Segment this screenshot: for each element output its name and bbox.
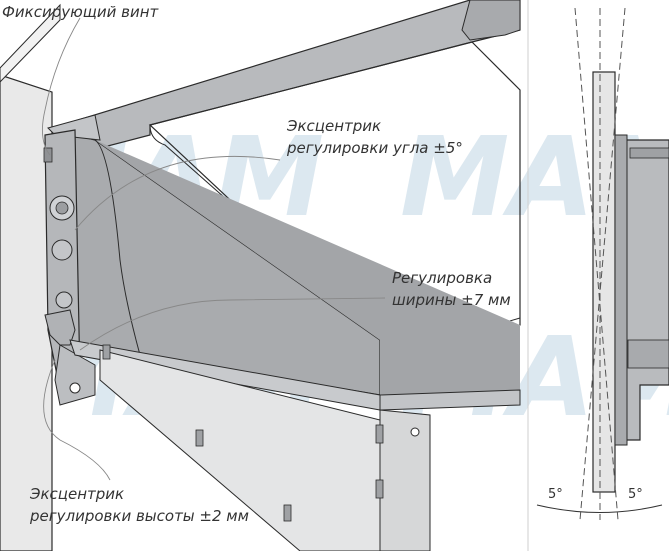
front-clip: [102, 344, 111, 360]
label-angle-eccentric-line1: Эксцентрик: [287, 117, 382, 135]
leader-angle-eccentric: [74, 155, 281, 231]
label-height-eccentric-line1: Эксцентрик: [30, 485, 125, 503]
angle-left-label: 5°: [548, 487, 563, 502]
label-fixing-screw: Фиксирующий винт: [2, 2, 158, 24]
label-height-eccentric-line2: регулировки высоты ±2 мм: [30, 506, 249, 525]
label-angle-eccentric-line2: регулировки угла ±5°: [287, 138, 463, 157]
angle-eccentric-hub: [55, 201, 69, 215]
side-view-runner: [627, 339, 669, 369]
cabinet-top-edge: [0, 3, 61, 83]
drawer-front-edge: [379, 409, 431, 551]
angle-line-right: [579, 7, 626, 521]
front-clip: [283, 504, 292, 522]
lower-bracket: [44, 309, 76, 346]
label-angle-eccentric: Эксцентрик регулировки угла ±5°: [287, 116, 463, 160]
label-fixing-screw-text: Фиксирующий винт: [2, 3, 159, 21]
height-eccentric: [69, 382, 81, 394]
drawer-front-curve: [94, 139, 141, 356]
label-width-adjust-line1: Регулировка: [392, 269, 493, 287]
side-view-panel: [592, 71, 616, 493]
front-clip: [375, 479, 384, 499]
width-adjust-wheel: [51, 239, 73, 261]
height-eccentric-plate: [54, 344, 96, 406]
front-hole: [410, 427, 420, 437]
drawer-bottom-edge: [379, 389, 521, 411]
angle-line-left: [574, 7, 619, 521]
drawer-front-panel: [99, 349, 381, 551]
side-view-rail: [629, 147, 669, 159]
cabinet-side-panel: [0, 74, 53, 551]
drawer-rear-corner: [461, 0, 521, 41]
leader-fixing-screw: [41, 17, 81, 156]
leader-height-eccentric: [43, 359, 111, 481]
side-view-bracket: [614, 134, 628, 446]
side-view-drawer: [624, 139, 669, 441]
front-clip: [375, 424, 384, 444]
label-height-eccentric: Эксцентрик регулировки высоты ±2 мм: [30, 484, 249, 528]
fixing-screw-part: [43, 147, 53, 163]
front-clip: [195, 429, 204, 447]
angle-right-label: 5°: [628, 487, 643, 502]
leader-width-adjust: [79, 297, 386, 351]
label-width-adjust-line2: ширины ±7 мм: [392, 290, 511, 309]
angle-arc: [536, 504, 663, 513]
drawer-side-shade: [95, 140, 520, 400]
bracket-pivot: [55, 291, 73, 309]
label-width-adjust: Регулировка ширины ±7 мм: [392, 268, 511, 312]
